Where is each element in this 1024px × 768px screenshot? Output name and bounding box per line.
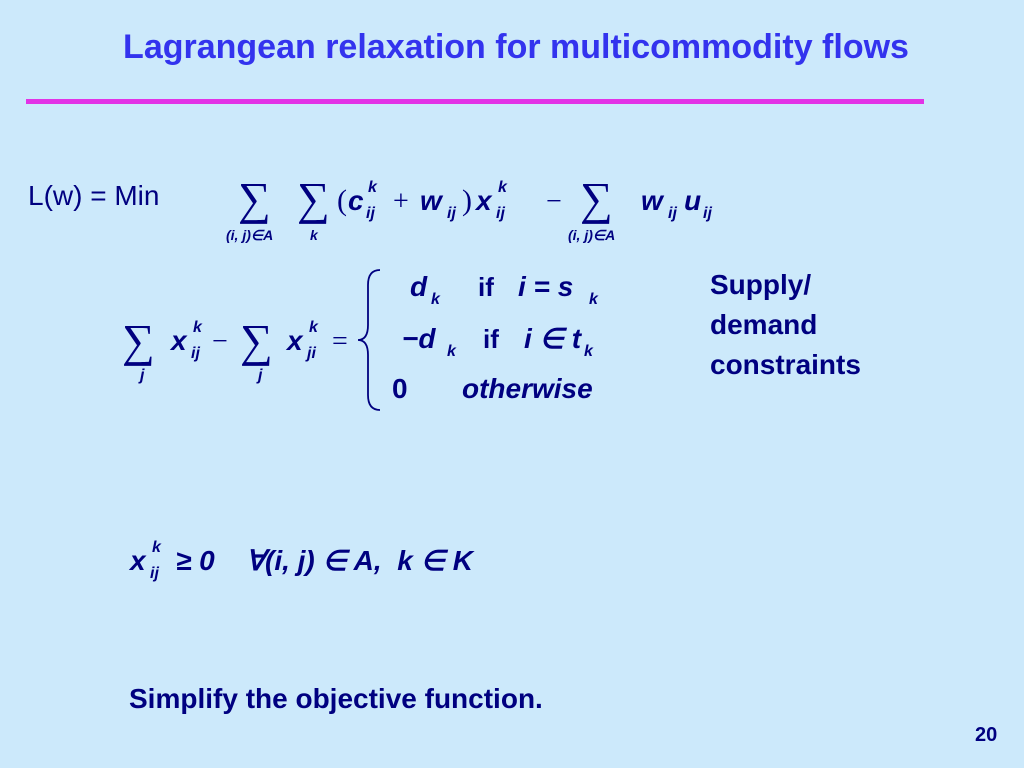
svg-text:(: ( bbox=[337, 184, 347, 217]
sum3-subscript: (i, j)∈A bbox=[568, 227, 615, 243]
flow-conservation-constraint: ∑ j x k ij − ∑ j x k ji = d k if i = s k… bbox=[122, 269, 599, 411]
svg-text:x: x bbox=[285, 325, 304, 356]
case3-value: 0 bbox=[392, 373, 408, 404]
svg-text:k: k bbox=[309, 319, 319, 336]
case1-condition: if bbox=[478, 272, 494, 302]
summation-symbol-1: ∑ bbox=[238, 173, 271, 224]
nonnegativity-text: ≥ 0 ∀(i, j) ∈ A, k ∈ K bbox=[176, 545, 475, 576]
svg-text:k: k bbox=[193, 319, 203, 336]
svg-text:ij: ij bbox=[447, 205, 456, 222]
svg-text:w: w bbox=[641, 185, 665, 216]
svg-text:−: − bbox=[546, 186, 562, 217]
sum2-subscript: k bbox=[310, 227, 319, 243]
svg-text:ij: ij bbox=[668, 205, 677, 222]
side-note-line-3: constraints bbox=[710, 349, 861, 380]
summation-symbol-3: ∑ bbox=[580, 173, 613, 224]
svg-text:ij: ij bbox=[496, 205, 505, 222]
svg-text:k: k bbox=[368, 179, 378, 196]
svg-text:u: u bbox=[684, 185, 701, 216]
svg-text:−: − bbox=[212, 326, 228, 357]
summation-symbol-2: ∑ bbox=[297, 173, 330, 224]
sum5-subscript: j bbox=[256, 367, 263, 384]
svg-text:k: k bbox=[447, 343, 457, 360]
svg-text:x: x bbox=[474, 185, 493, 216]
objective-function: ∑ (i, j)∈A ∑ k ( c k ij + w ij ) x k ij … bbox=[226, 173, 712, 243]
svg-text:w: w bbox=[420, 185, 444, 216]
svg-text:c: c bbox=[348, 185, 364, 216]
slide-title: Lagrangean relaxation for multicommodity… bbox=[123, 28, 909, 66]
objective-lhs-label: L(w) = Min bbox=[28, 180, 160, 211]
case2-relation: i ∈ t bbox=[524, 323, 583, 354]
svg-text:x: x bbox=[128, 545, 147, 576]
svg-text:k: k bbox=[498, 179, 508, 196]
svg-text:k: k bbox=[589, 291, 599, 308]
conclusion-text: Simplify the objective function. bbox=[129, 683, 543, 714]
case1-relation: i = s bbox=[518, 271, 573, 302]
supply-demand-note: Supply/ demand constraints bbox=[710, 265, 861, 385]
svg-text:ij: ij bbox=[366, 205, 375, 222]
svg-text:ij: ij bbox=[703, 205, 712, 222]
svg-text:k: k bbox=[431, 291, 441, 308]
svg-text:x: x bbox=[169, 325, 188, 356]
page-number: 20 bbox=[975, 724, 998, 746]
svg-text:k: k bbox=[152, 539, 162, 556]
side-note-line-1: Supply/ bbox=[710, 269, 812, 300]
summation-symbol-4: ∑ bbox=[122, 315, 155, 366]
cases-brace bbox=[357, 269, 381, 411]
case2-value: −d bbox=[402, 323, 436, 354]
sum1-subscript: (i, j)∈A bbox=[226, 227, 273, 243]
svg-text:+: + bbox=[393, 186, 409, 217]
svg-text:ij: ij bbox=[150, 565, 159, 582]
svg-text:k: k bbox=[584, 343, 594, 360]
case2-condition: if bbox=[483, 324, 499, 354]
svg-text:ij: ij bbox=[191, 345, 200, 362]
svg-text:=: = bbox=[332, 326, 348, 357]
sum4-subscript: j bbox=[138, 367, 145, 384]
svg-text:): ) bbox=[462, 184, 472, 217]
summation-symbol-5: ∑ bbox=[240, 315, 273, 366]
title-underline bbox=[26, 99, 924, 104]
side-note-line-2: demand bbox=[710, 309, 818, 340]
svg-text:ji: ji bbox=[305, 345, 316, 362]
nonnegativity-constraint: x k ij ≥ 0 ∀(i, j) ∈ A, k ∈ K bbox=[128, 539, 475, 582]
case3-condition: otherwise bbox=[462, 373, 593, 404]
case1-value: d bbox=[410, 271, 428, 302]
